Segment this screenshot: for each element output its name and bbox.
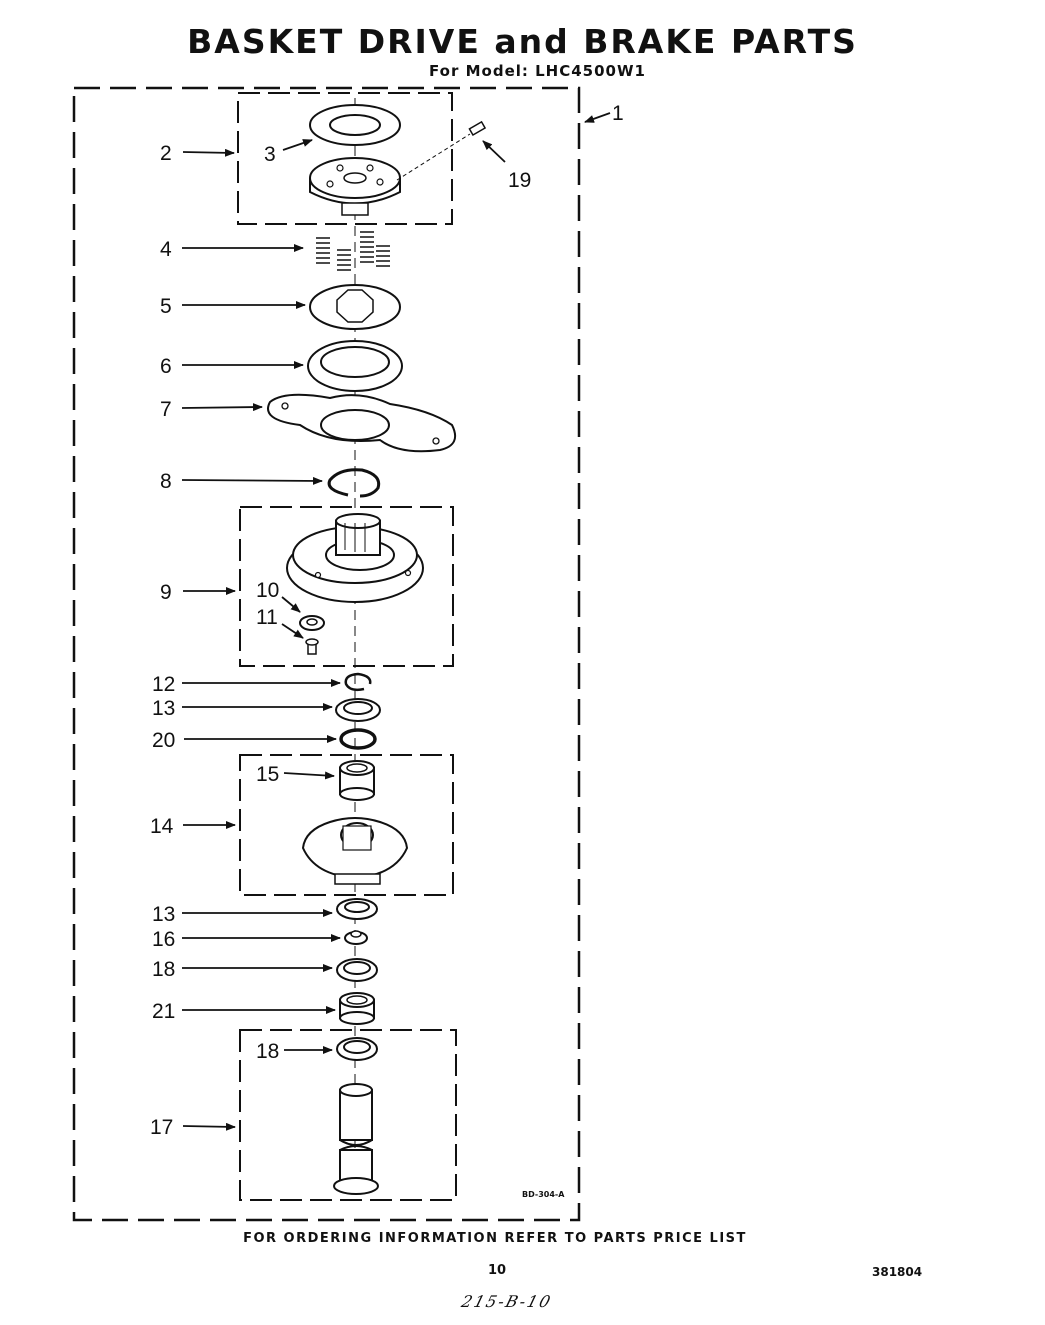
assembly-border bbox=[72, 86, 581, 1222]
document-number: 381804 bbox=[872, 1265, 923, 1279]
part-10-washer bbox=[299, 615, 325, 631]
part-5-plate bbox=[309, 284, 401, 330]
part-9-brake-housing bbox=[286, 513, 424, 603]
part-18-seal-lower bbox=[336, 1037, 378, 1061]
page-title: BASKET DRIVE and BRAKE PARTS bbox=[187, 22, 858, 61]
callout-18-upper: 18 bbox=[152, 958, 175, 981]
callout-16: 16 bbox=[152, 928, 175, 951]
part-12-clip bbox=[344, 672, 372, 692]
callout-11: 11 bbox=[256, 606, 278, 629]
part-13-washer-lower bbox=[336, 898, 378, 920]
callout-9: 9 bbox=[160, 581, 172, 604]
callout-8: 8 bbox=[160, 470, 172, 493]
callout-13-lower: 13 bbox=[152, 903, 175, 926]
diagram-code: BD-304-A bbox=[522, 1190, 565, 1199]
group-box-9 bbox=[239, 506, 454, 667]
part-19-pin bbox=[396, 120, 487, 181]
callout-14: 14 bbox=[150, 815, 174, 838]
group-box-17 bbox=[239, 1029, 457, 1201]
ordering-note: FOR ORDERING INFORMATION REFER TO PARTS … bbox=[243, 1231, 747, 1246]
part-11-screw bbox=[305, 638, 319, 655]
callout-7: 7 bbox=[160, 398, 172, 421]
part-17-shaft bbox=[333, 1083, 379, 1195]
part-16-washer bbox=[344, 930, 368, 945]
part-13-washer-upper bbox=[335, 698, 381, 722]
callout-6: 6 bbox=[160, 355, 172, 378]
group-box-2 bbox=[237, 92, 453, 225]
part-15-bearing bbox=[339, 760, 375, 801]
callout-19: 19 bbox=[508, 169, 531, 192]
leader-arrows bbox=[181, 112, 611, 1131]
part-14-drive-housing bbox=[301, 817, 409, 885]
callout-10: 10 bbox=[256, 579, 279, 602]
part-18-seal-upper bbox=[336, 958, 378, 982]
callout-2: 2 bbox=[160, 142, 172, 165]
callout-3: 3 bbox=[264, 143, 276, 166]
callout-15: 15 bbox=[256, 763, 279, 786]
callout-20: 20 bbox=[152, 729, 175, 752]
callout-1: 1 bbox=[612, 102, 624, 125]
part-20-ring bbox=[339, 728, 377, 750]
part-2-drive-hub bbox=[309, 157, 401, 216]
handwritten-note: 215-B-10 bbox=[459, 1292, 555, 1311]
model-subtitle: For Model: LHC4500W1 bbox=[429, 62, 646, 80]
part-3-washer bbox=[309, 104, 401, 146]
part-4-springs bbox=[316, 231, 390, 271]
callout-18-lower: 18 bbox=[256, 1040, 279, 1063]
callout-12: 12 bbox=[152, 673, 175, 696]
part-6-ring bbox=[307, 340, 403, 392]
callout-5: 5 bbox=[160, 295, 172, 318]
callout-17: 17 bbox=[150, 1116, 173, 1139]
part-8-snap-ring bbox=[327, 468, 381, 498]
part-21-bushing bbox=[339, 992, 375, 1025]
part-7-gasket bbox=[267, 393, 456, 453]
callout-4: 4 bbox=[160, 238, 172, 261]
callout-13-upper: 13 bbox=[152, 697, 175, 720]
callout-21: 21 bbox=[152, 1000, 175, 1023]
page-number: 10 bbox=[488, 1263, 507, 1278]
group-box-14 bbox=[239, 754, 454, 896]
